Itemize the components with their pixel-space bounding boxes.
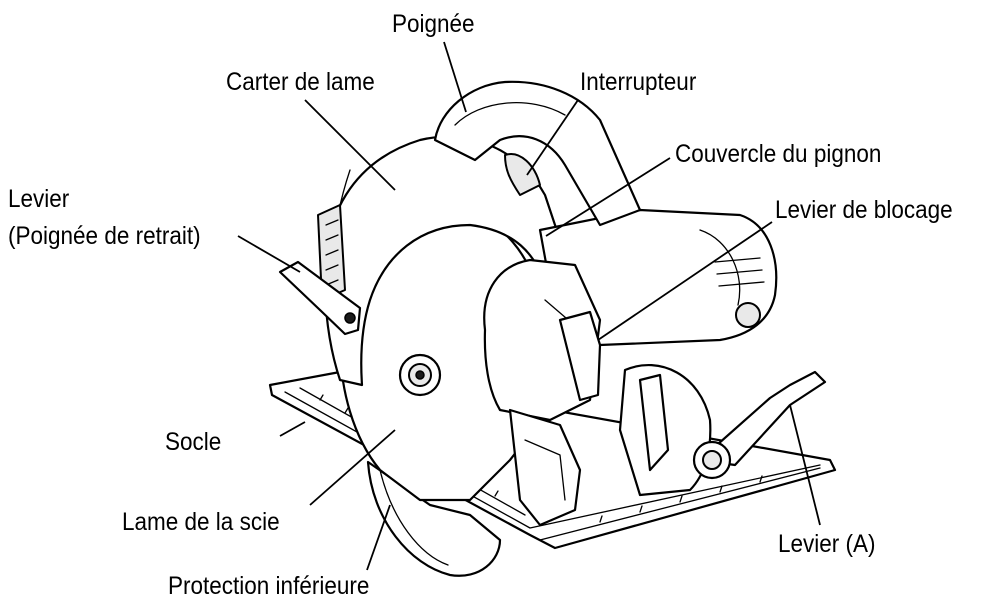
label-interrupteur: Interrupteur xyxy=(580,68,697,96)
label-couvercle-du-pignon: Couvercle du pignon xyxy=(675,140,882,168)
blade-guard xyxy=(317,135,563,387)
front-mechanism xyxy=(508,408,582,527)
label-poignee: Poignée xyxy=(392,10,475,38)
gear-cover xyxy=(483,258,602,422)
handle xyxy=(433,80,642,227)
lock-lever xyxy=(558,310,602,402)
motor-housing xyxy=(538,208,778,347)
label-carter-de-lame: Carter de lame xyxy=(226,68,375,96)
label-levier-line1: Levier xyxy=(8,185,70,213)
label-lame-de-la-scie: Lame de la scie xyxy=(122,508,280,536)
label-levier-line2: (Poignée de retrait) xyxy=(8,222,201,250)
label-socle: Socle xyxy=(165,428,222,456)
label-levier-de-blocage: Levier de blocage xyxy=(775,196,953,224)
lever-a-assembly xyxy=(618,364,827,497)
label-protection-inferieure: Protection inférieure xyxy=(168,572,370,600)
lower-guard xyxy=(366,460,502,577)
retract-lever xyxy=(278,260,362,336)
label-levier-a: Levier (A) xyxy=(778,530,876,558)
leader-lines xyxy=(237,41,821,571)
